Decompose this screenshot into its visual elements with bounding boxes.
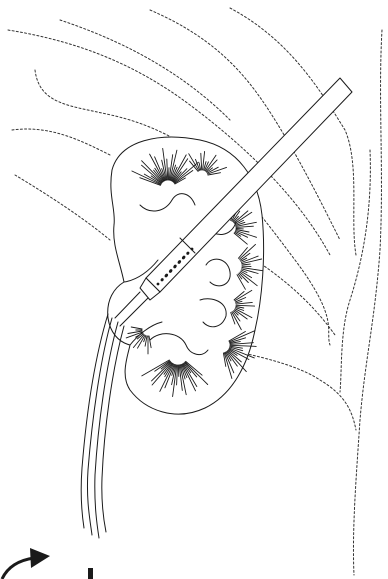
- electrode-dot: [157, 283, 160, 286]
- contour-line-10: [340, 150, 370, 392]
- ureter: [81, 314, 124, 538]
- electrode-dot: [173, 266, 176, 269]
- arrow-mark: [88, 568, 93, 579]
- contour-line-3: [12, 129, 110, 155]
- contour-line-4: [15, 175, 110, 240]
- pyramid-stripe: [168, 168, 169, 180]
- curved-arrow-icon: [2, 548, 93, 579]
- ureter-line-1: [87, 318, 112, 535]
- electrode-dot: [165, 275, 168, 278]
- electrode-dot: [191, 248, 194, 251]
- arrow-head: [30, 548, 50, 568]
- electrode-dot: [169, 270, 172, 273]
- electrode-dot: [186, 252, 189, 255]
- ureter-line-3: [102, 326, 124, 532]
- arrow-arc: [2, 558, 34, 579]
- spine-contour: [353, 30, 382, 575]
- electrode-dot: [182, 257, 185, 260]
- ureter-line-2: [95, 322, 118, 538]
- contour-line-7: [60, 20, 230, 120]
- electrode-dot: [161, 279, 164, 282]
- kidney-outline: [108, 137, 264, 414]
- electrode-dot: [178, 261, 181, 264]
